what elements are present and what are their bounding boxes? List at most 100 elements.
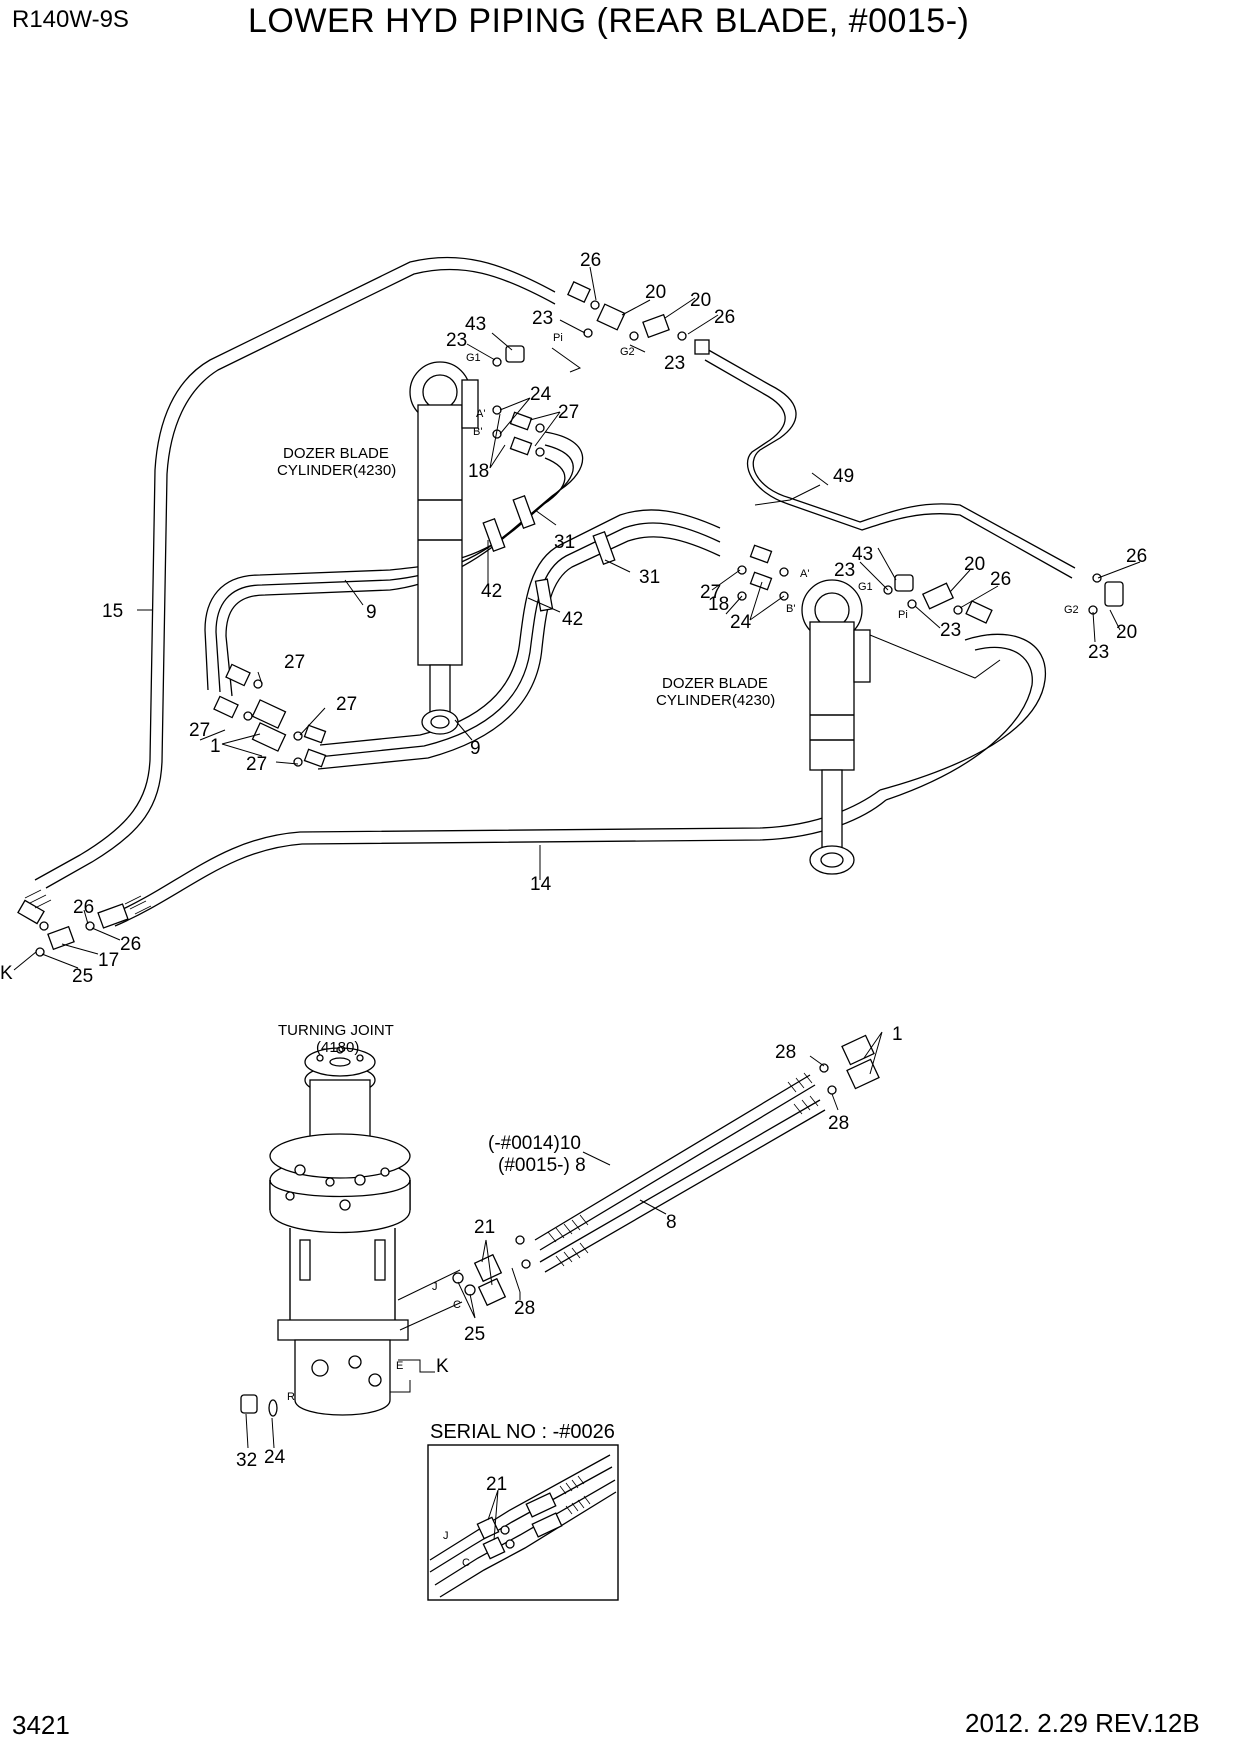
hose-14 — [109, 633, 1046, 927]
callout: 28 — [828, 1113, 849, 1134]
port-label: J — [432, 1281, 438, 1293]
hose-49 — [704, 347, 1076, 579]
caption-cylinder-right-1: DOZER BLADE — [662, 675, 768, 692]
callout: 27 — [700, 582, 721, 603]
port-label: Pi — [553, 332, 563, 344]
hoses-8-10 — [534, 1072, 826, 1273]
callout: 27 — [558, 402, 579, 423]
callout: 14 — [530, 874, 552, 895]
callout: 1 — [210, 736, 221, 757]
hose-group-9-31-42 — [204, 431, 721, 770]
callout: 43 — [465, 314, 486, 335]
caption-cylinder-left-2: CYLINDER(4230) — [277, 462, 396, 479]
port-label: G2 — [620, 346, 635, 358]
callout: 18 — [708, 594, 729, 615]
callout: 24 — [530, 384, 552, 405]
port-label: B' — [473, 426, 482, 438]
callout: 23 — [446, 330, 467, 351]
port-label: B' — [786, 603, 795, 615]
port-label: R — [287, 1391, 295, 1403]
callout: 26 — [580, 250, 601, 271]
fittings-right — [737, 544, 1124, 624]
caption-cylinder-left-1: DOZER BLADE — [283, 445, 389, 462]
callout: 23 — [940, 620, 961, 641]
port-label: C — [453, 1299, 461, 1311]
callout: 49 — [833, 466, 854, 487]
callouts-upper: 26 20 20 26 23 43 23 23 24 27 18 49 31 4… — [72, 250, 1147, 987]
fittings-lower — [240, 1034, 880, 1417]
callout: 31 — [639, 567, 660, 588]
page-title: LOWER HYD PIPING (REAR BLADE, #0015-) — [248, 2, 970, 40]
port-label: G2 — [1064, 604, 1079, 616]
callout: 31 — [554, 532, 575, 553]
serial-inset: SERIAL NO : -#0026 21 J C — [427, 1421, 619, 1601]
revision-info: 2012. 2.29 REV.12B — [965, 1708, 1200, 1738]
port-label: K — [436, 1356, 449, 1377]
callout: 26 — [1126, 546, 1147, 567]
callout: 24 — [730, 612, 752, 633]
port-label: A' — [476, 408, 485, 420]
callout: 23 — [834, 560, 855, 581]
hose-15 — [34, 256, 556, 889]
serial-box-title: SERIAL NO : -#0026 — [430, 1421, 615, 1443]
callout: 25 — [72, 966, 93, 987]
callout: 32 — [236, 1450, 257, 1471]
port-label: Pi — [898, 609, 908, 621]
fittings-left-lower — [213, 663, 327, 768]
callout: 20 — [1116, 622, 1137, 643]
port-label: J — [443, 1530, 449, 1542]
callout: 28 — [775, 1042, 796, 1063]
callout: 20 — [645, 282, 666, 303]
callout: 1 — [892, 1024, 903, 1045]
caption-hose-8: (#0015-) 8 — [498, 1155, 586, 1176]
caption-cylinder-right-2: CYLINDER(4230) — [656, 692, 775, 709]
callout: 42 — [562, 609, 583, 630]
callout: 26 — [714, 307, 735, 328]
callout: 20 — [690, 290, 711, 311]
callout: 23 — [1088, 642, 1109, 663]
callout: 21 — [474, 1217, 495, 1238]
serial-inset-frame — [427, 1444, 619, 1601]
dozer-blade-cylinder-right — [801, 579, 1001, 875]
callout: 42 — [481, 581, 502, 602]
callout: 8 — [666, 1212, 677, 1233]
leader-lines-upper — [13, 266, 1141, 971]
callout: 27 — [284, 652, 305, 673]
caption-turning-joint-2: (4180) — [316, 1039, 359, 1056]
callout: 27 — [189, 720, 210, 741]
callout: 26 — [990, 569, 1011, 590]
callout: 43 — [852, 544, 873, 565]
callout: 27 — [336, 694, 357, 715]
port-label: C — [462, 1557, 470, 1569]
caption-turning-joint-1: TURNING JOINT — [278, 1022, 394, 1039]
port-label: G1 — [466, 352, 481, 364]
port-label: A' — [800, 568, 809, 580]
callout: 20 — [964, 554, 985, 575]
turning-joint — [269, 1046, 463, 1416]
callout: 21 — [486, 1474, 507, 1495]
callout: 25 — [464, 1324, 485, 1345]
model-code: R140W-9S — [12, 6, 129, 33]
callout: 27 — [246, 754, 267, 775]
callout: 9 — [366, 602, 377, 623]
fittings-left-top — [492, 280, 710, 457]
callout: 28 — [514, 1298, 535, 1319]
fittings-k-port — [17, 889, 152, 957]
dozer-blade-cylinder-left — [409, 361, 479, 735]
callouts-lower: 28 1 28 8 21 28 25 32 24 — [236, 1024, 903, 1471]
callout: 15 — [102, 601, 123, 622]
port-label: K — [0, 963, 13, 984]
callout: 9 — [470, 738, 481, 759]
port-label: E — [396, 1360, 403, 1372]
callout: 18 — [468, 461, 489, 482]
callout: 26 — [73, 897, 94, 918]
page-number: 3421 — [12, 1710, 70, 1740]
callout: 17 — [98, 950, 119, 971]
caption-hose-10: (-#0014)10 — [488, 1133, 581, 1154]
callout: 24 — [264, 1447, 286, 1468]
port-label: G1 — [858, 581, 873, 593]
callout: 26 — [120, 934, 141, 955]
callout: 23 — [664, 353, 685, 374]
